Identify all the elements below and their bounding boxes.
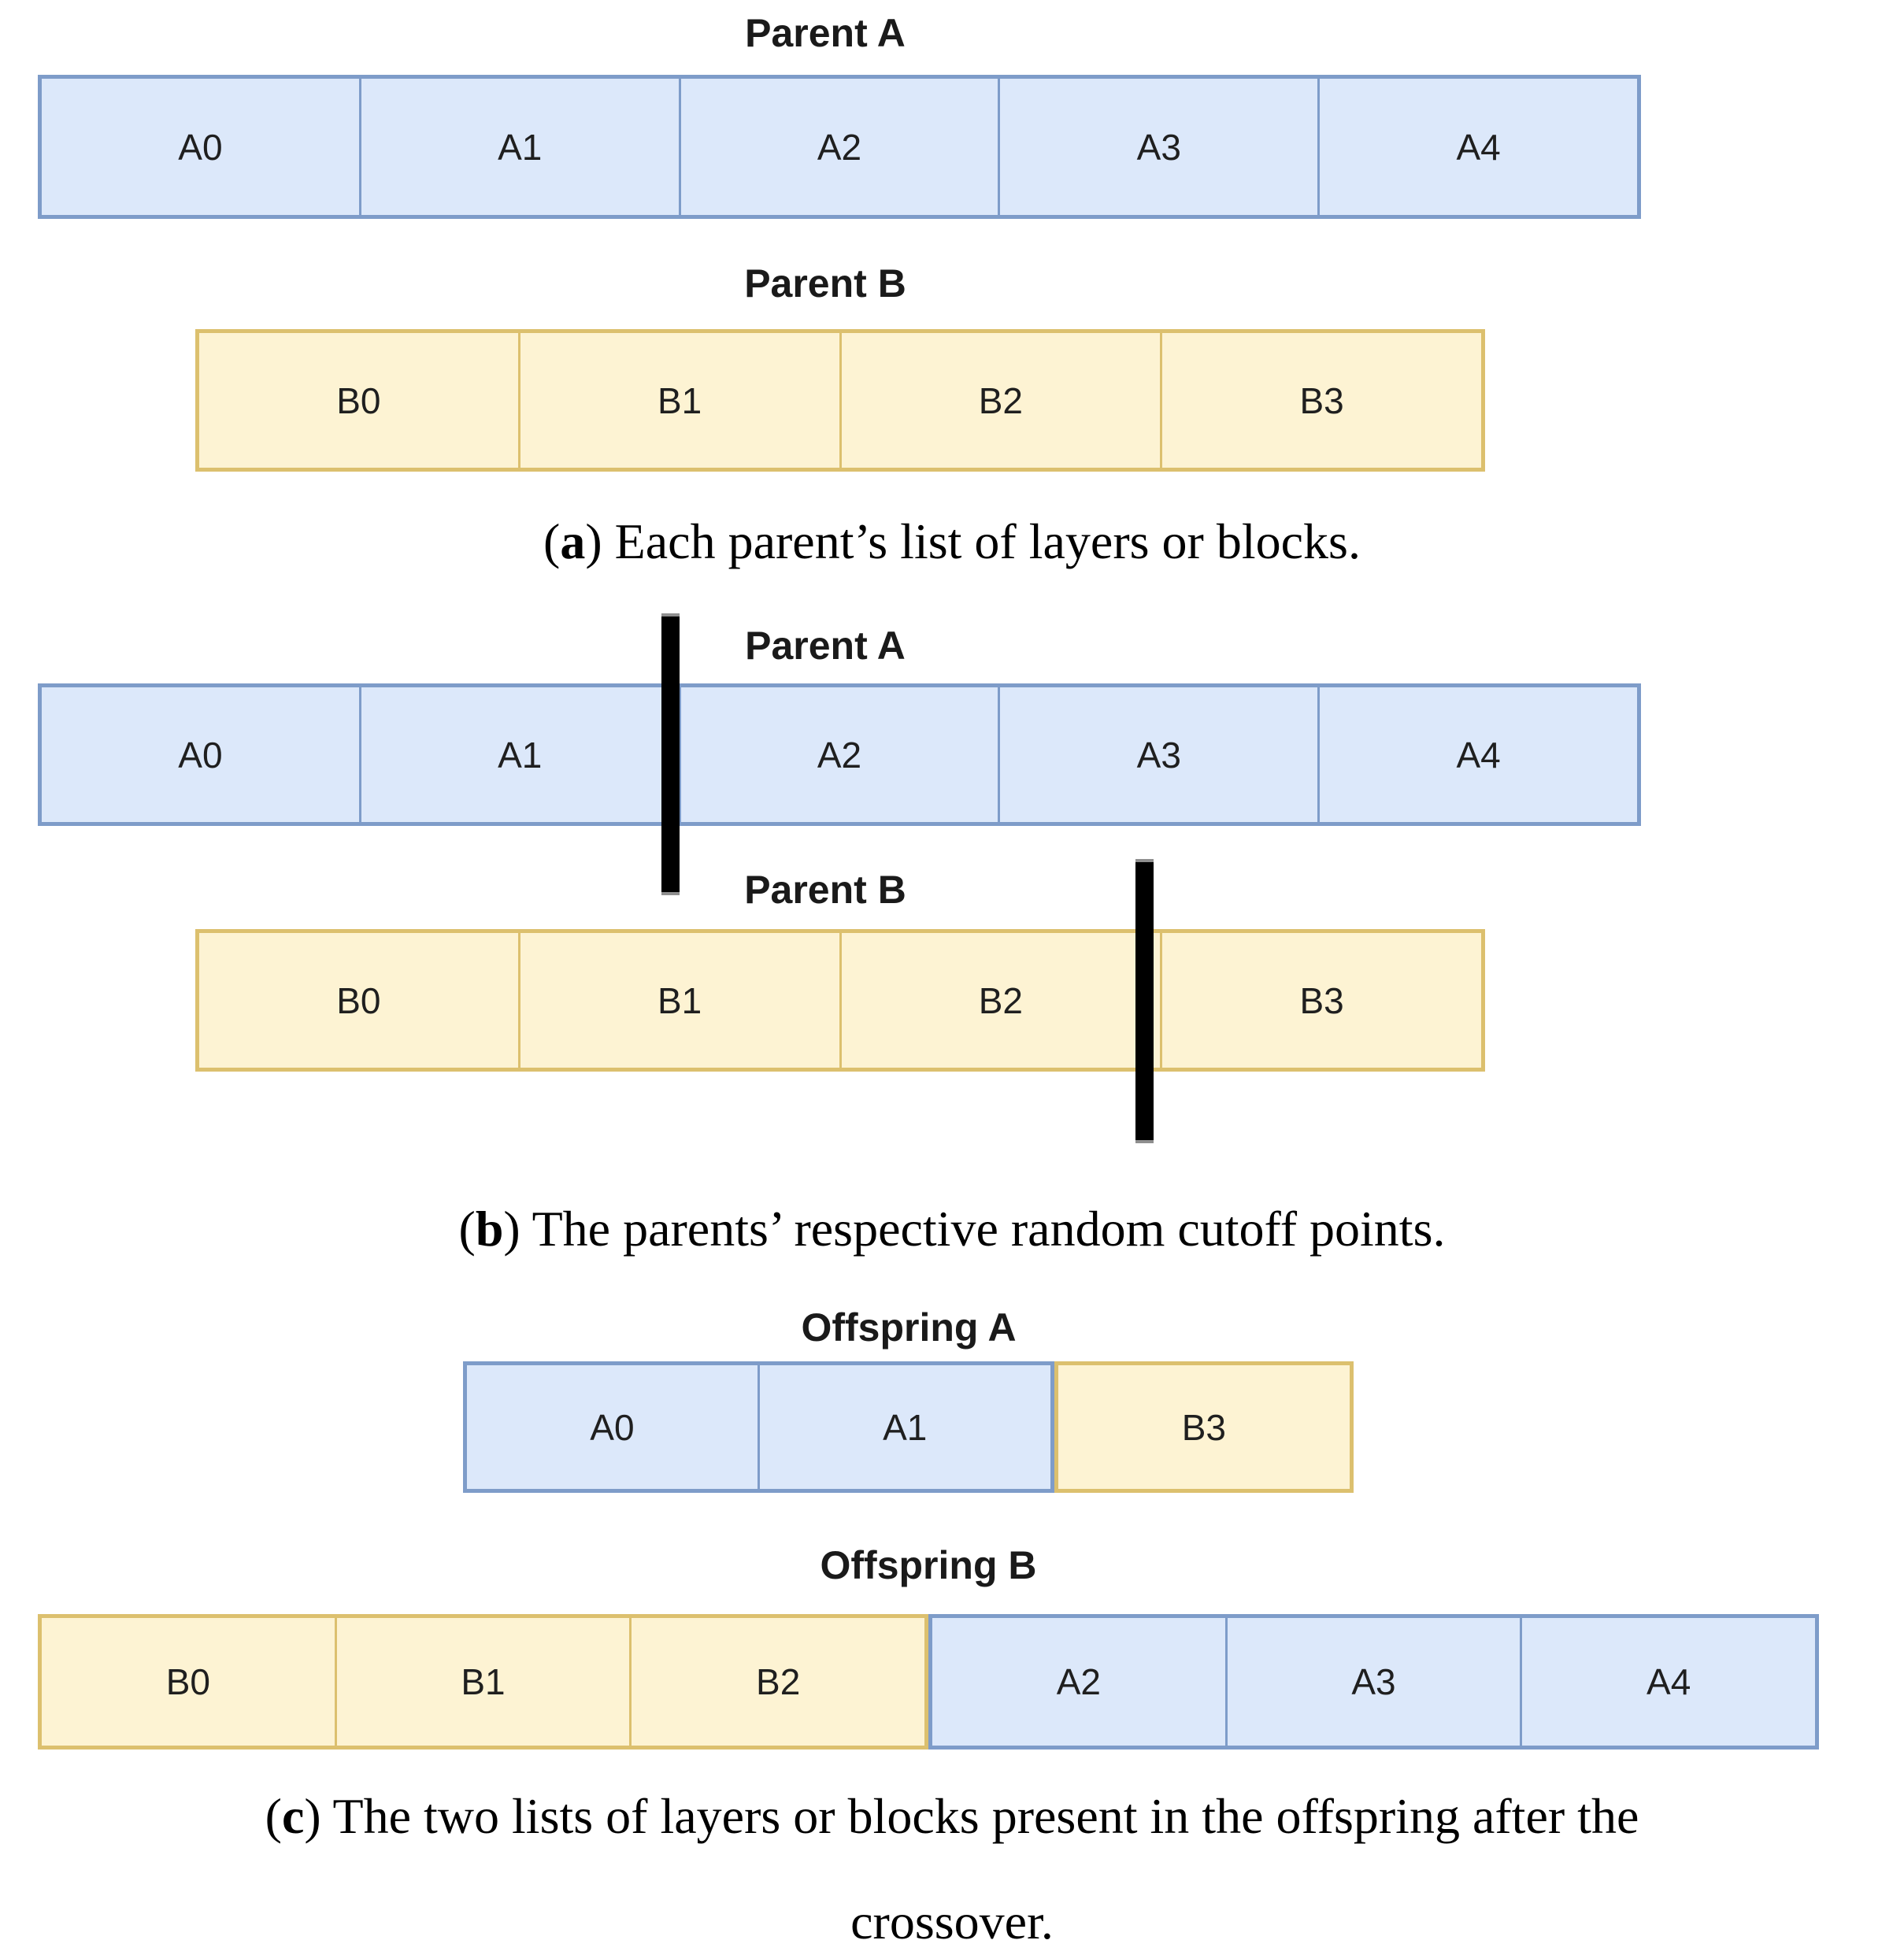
block-cell: A0: [178, 126, 223, 168]
parent-a-blocks: A0 A1 A2 A3 A4: [38, 683, 1641, 826]
block-cell: B3: [1160, 933, 1481, 1068]
block-cell: B1: [517, 933, 839, 1068]
cutoff-bar-parent-b: [1135, 859, 1154, 1143]
offspring-a-blue-blocks: A0 A1: [463, 1361, 1054, 1493]
caption-c-letter: c: [281, 1788, 305, 1844]
offspring-a-row: A0 A1 B3: [463, 1361, 1354, 1493]
block-cell: B0: [165, 1661, 210, 1702]
block-cell: B2: [839, 333, 1161, 468]
block-cell: B1: [517, 333, 839, 468]
caption-c-line1: (c) The two lists of layers or blocks pr…: [0, 1764, 1904, 1869]
block-cell: A1: [358, 79, 679, 215]
parent-a-blocks: A0 A1 A2 A3 A4: [38, 75, 1641, 219]
caption-b-paren-open: (: [458, 1201, 476, 1257]
offspring-a-title: Offspring A: [801, 1305, 1017, 1350]
block-cell: A4: [1520, 1618, 1815, 1746]
parent-b-blocks: B0 B1 B2 B3: [195, 929, 1485, 1072]
offspring-b-yellow-blocks: B0 B1 B2: [38, 1614, 928, 1750]
caption-a-text: Each parent’s list of layers or blocks.: [602, 513, 1361, 569]
parent-a-title: Parent A: [745, 11, 906, 55]
parent-a-row: A0 A1 A2 A3 A4: [38, 75, 1641, 219]
block-cell: B1: [334, 1618, 630, 1746]
parent-b-blocks: B0 B1 B2 B3: [195, 329, 1485, 472]
caption-b-paren-close: ): [503, 1201, 520, 1257]
block-cell: B2: [629, 1618, 924, 1746]
parent-a-row-cutoff: A0 A1 A2 A3 A4: [38, 683, 1641, 826]
block-cell: A0: [178, 734, 223, 776]
caption-c-paren-open: (: [265, 1788, 282, 1844]
cutoff-bar-parent-a: [661, 613, 680, 895]
caption-b-letter: b: [475, 1201, 504, 1257]
offspring-b-title: Offspring B: [820, 1543, 1037, 1587]
parent-a-title-cutoff: Parent A: [745, 624, 906, 668]
parent-b-row-cutoff: B0 B1 B2 B3: [195, 929, 1485, 1072]
offspring-b-row: B0 B1 B2 A2 A3 A4: [38, 1614, 1819, 1750]
caption-c-line2: crossover.: [850, 1894, 1054, 1950]
offspring-b-blue-blocks: A2 A3 A4: [928, 1614, 1819, 1750]
block-cell: A3: [998, 687, 1317, 822]
block-cell: A4: [1317, 79, 1637, 215]
block-cell: A1: [757, 1365, 1050, 1489]
parent-b-row: B0 B1 B2 B3: [195, 329, 1485, 472]
caption-c: (c) The two lists of layers or blocks pr…: [0, 1764, 1904, 1955]
block-cell: A3: [998, 79, 1317, 215]
block-cell: A2: [678, 687, 998, 822]
block-cell: A2: [1056, 1661, 1101, 1702]
block-cell: B0: [336, 380, 381, 421]
block-cell: B2: [839, 933, 1161, 1068]
caption-a-paren-open: (: [543, 513, 561, 569]
caption-a-letter: a: [560, 513, 586, 569]
caption-b-text: The parents’ respective random cutoff po…: [520, 1201, 1446, 1257]
block-cell: B3: [1160, 333, 1481, 468]
block-cell: A0: [590, 1406, 635, 1448]
block-cell: A1: [358, 687, 679, 822]
caption-a-paren-close: ): [585, 513, 602, 569]
caption-c-text-line1: The two lists of layers or blocks presen…: [320, 1788, 1639, 1844]
caption-b: (b) The parents’ respective random cutof…: [0, 1195, 1904, 1263]
block-cell: A2: [678, 79, 998, 215]
block-cell: B0: [336, 979, 381, 1021]
block-cell: A3: [1224, 1618, 1521, 1746]
caption-c-paren-close: ): [304, 1788, 321, 1844]
parent-b-title: Parent B: [744, 261, 906, 305]
block-cell: A4: [1317, 687, 1637, 822]
offspring-a-yellow-blocks: B3: [1054, 1361, 1354, 1493]
block-cell: B3: [1181, 1406, 1226, 1448]
caption-a: (a) Each parent’s list of layers or bloc…: [0, 508, 1904, 576]
parent-b-title-cutoff: Parent B: [744, 868, 906, 912]
